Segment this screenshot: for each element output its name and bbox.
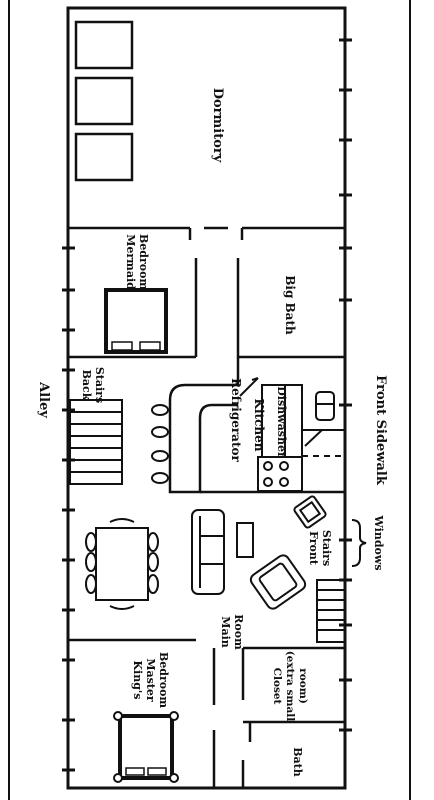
front-sidewalk-label: Front Sidewalk	[373, 375, 388, 486]
kings-bedroom-label-1: King's	[131, 661, 144, 700]
stove	[257, 456, 303, 492]
building-outline	[66, 6, 347, 790]
labels: Alley Front Sidewalk Dormitory Mermaid B…	[36, 88, 388, 777]
mermaid-bed	[104, 288, 168, 354]
kings-bedroom-label-3: Bedroom	[157, 652, 170, 708]
main-room-label-2: Room	[232, 614, 245, 650]
dining-table	[95, 527, 149, 601]
alley-windows	[62, 246, 75, 772]
refrigerator-label: Refrigerator	[229, 378, 243, 462]
refrigerator-arrow	[239, 377, 259, 397]
main-room-label-1: Main	[219, 616, 232, 647]
kitchen-appliances	[257, 384, 345, 492]
front-stairs-label-1: Front	[307, 531, 320, 566]
mermaid-bedroom-label-2: Bedroom	[137, 234, 150, 290]
dormitory-bed-2	[74, 76, 134, 126]
dishwasher-label: Dishwasher	[275, 386, 288, 458]
kings-bedroom-label-2: Master	[144, 658, 157, 702]
big-bath-label: Big Bath	[283, 275, 297, 335]
dormitory-label: Dormitory	[210, 88, 225, 163]
closet-label-1: Closet	[271, 668, 283, 705]
dormitory-bed-3	[74, 132, 134, 182]
dormitory-bed-1	[74, 20, 134, 70]
bath-label: Bath	[291, 747, 304, 777]
kings-bed	[113, 711, 179, 783]
back-stairs	[69, 399, 123, 485]
armchair-small	[293, 495, 327, 529]
front-windows	[339, 38, 352, 732]
alley-label: Alley	[36, 381, 51, 418]
armchair-large	[249, 554, 307, 610]
back-stairs-label-2: Stairs	[93, 367, 106, 403]
kitchen-label: Kitchen	[252, 399, 266, 452]
dining-set	[85, 518, 159, 610]
kitchen-counter	[168, 383, 238, 494]
coffee-table	[236, 522, 254, 558]
sofa	[191, 509, 225, 595]
mermaid-bedroom-label-1: Mermaid	[124, 234, 137, 290]
closet-label-2: (extra small	[284, 651, 296, 722]
back-stairs-label-1: Back	[80, 370, 93, 401]
windows-label: Windows	[372, 514, 385, 570]
bar-stools	[151, 404, 169, 484]
dormitory-beds	[74, 20, 134, 182]
closet-label-3: room)	[297, 668, 309, 704]
front-stairs	[316, 579, 346, 643]
sink	[315, 391, 335, 421]
front-stairs-label-2: Stairs	[320, 530, 333, 566]
windows-bracket	[351, 519, 367, 567]
